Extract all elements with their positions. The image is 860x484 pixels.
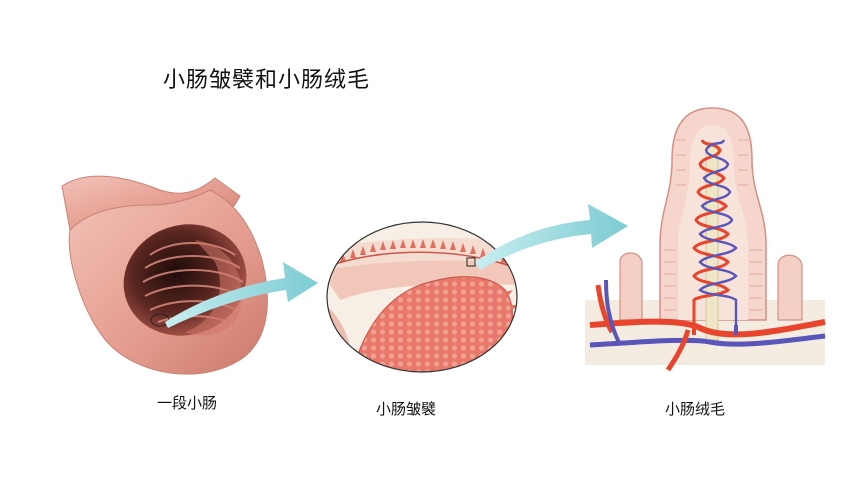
caption-intestinal-folds: 小肠皱襞 [376,400,437,418]
caption-intestinal-villi: 小肠绒毛 [665,400,726,418]
villi-detail [585,107,826,372]
arrow-segment-to-folds [165,262,318,328]
intestine-segment [61,175,268,375]
folds-magnified-view [326,221,518,373]
arrow-folds-to-villi [475,204,628,270]
caption-intestine-segment: 一段小肠 [157,394,218,412]
diagram-title: 小肠皱襞和小肠绒毛 [163,68,371,93]
